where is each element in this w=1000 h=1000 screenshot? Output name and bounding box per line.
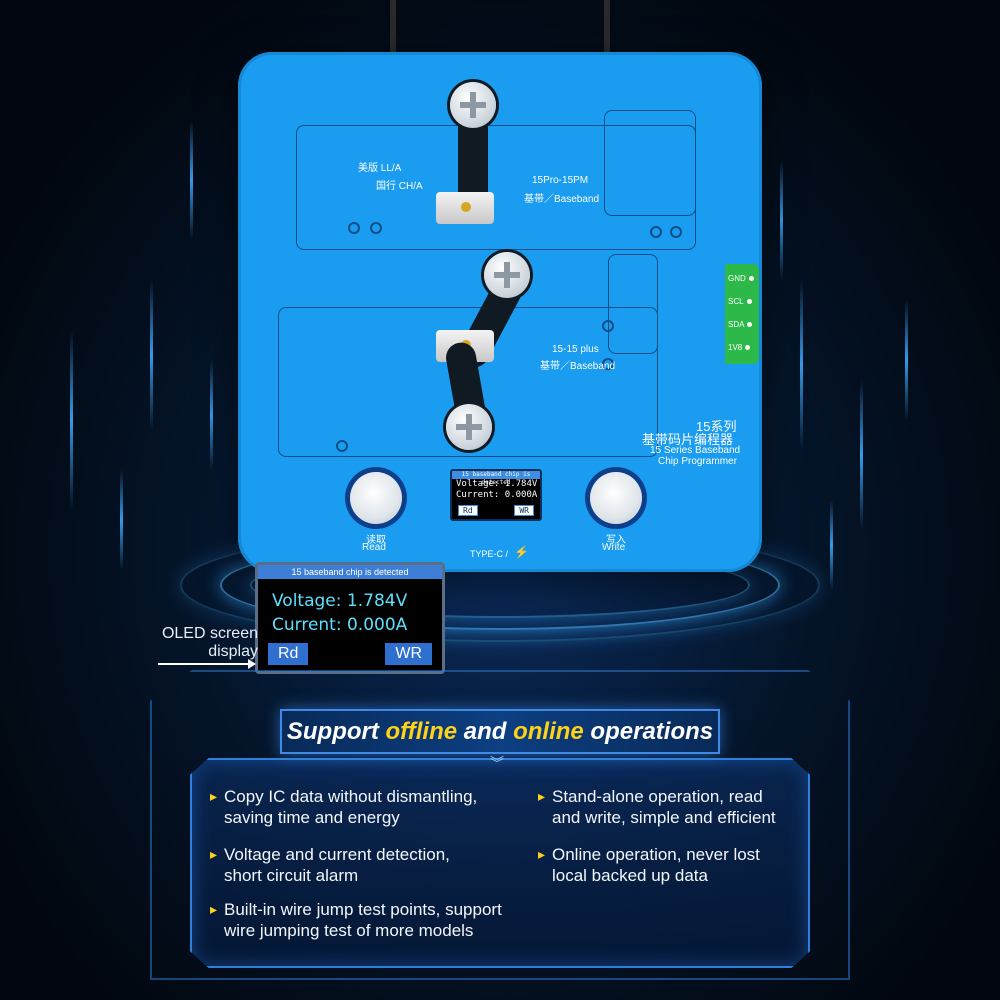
panel-frame	[150, 670, 850, 980]
connector-pin: GND	[728, 274, 754, 283]
features-panel: Copy IC data without dismantling, saving…	[190, 758, 810, 968]
light-streak	[150, 280, 153, 430]
connector-pin: SDA	[728, 320, 753, 329]
board-oled-header: 15 baseband chip is detected	[452, 471, 540, 486]
board-hole	[602, 320, 614, 332]
product-en-1: 15 Series Baseband	[650, 445, 741, 456]
oled-wr: WR	[385, 643, 432, 665]
read-en-label: Read	[362, 542, 386, 553]
board-hole	[602, 358, 614, 370]
lightning-icon: ⚡	[514, 545, 529, 559]
product-cn-2: 基带码片编程器	[642, 432, 734, 447]
board-oled-rd: Rd	[458, 505, 478, 516]
screw-knob[interactable]	[450, 82, 496, 128]
oled-current: Current: 0.000A	[272, 615, 408, 635]
screw-knob[interactable]	[446, 404, 492, 450]
region-us-label: 美版 LL/A	[358, 163, 402, 174]
board-hole	[670, 226, 682, 238]
board-hole	[336, 440, 348, 452]
cable	[390, 0, 396, 56]
light-streak	[210, 360, 213, 470]
board-hole	[348, 222, 360, 234]
board-oled-current: Current: 0.000A	[456, 490, 538, 500]
light-streak	[905, 300, 908, 420]
read-cn-label: 读取	[366, 535, 386, 546]
feature-item: Copy IC data without dismantling, saving…	[210, 786, 477, 828]
light-streak	[780, 160, 783, 280]
product-cn-1: 15系列	[696, 419, 737, 434]
board-trace	[604, 110, 696, 216]
feature-item: Stand-alone operation, read and write, s…	[538, 786, 776, 828]
read-button[interactable]	[350, 472, 402, 524]
product-en-2: Chip Programmer	[658, 456, 737, 467]
board-trace	[278, 307, 658, 457]
connector-pin: 1V8	[728, 343, 751, 352]
region-top-line2: 基带／Baseband	[524, 194, 600, 205]
oled-screen: 15 baseband chip is detected Voltage: 1.…	[255, 562, 445, 674]
cable	[604, 0, 610, 56]
board-oled-wr: WR	[514, 505, 534, 516]
board-hole	[650, 226, 662, 238]
feature-item: Online operation, never lost local backe…	[538, 844, 760, 886]
chevron-down-icon: ︾	[490, 755, 504, 771]
feature-item: Built-in wire jump test points, support …	[210, 899, 502, 941]
side-connector: GND SCL SDA 1V8	[725, 264, 759, 364]
screw-knob[interactable]	[484, 252, 530, 298]
write-en-label: Write	[602, 542, 626, 553]
oled-caption: OLED screen display	[161, 625, 258, 660]
board-oled: 15 baseband chip is detected Voltage: 1.…	[450, 469, 542, 521]
light-streak	[190, 120, 193, 240]
arrow-icon	[158, 659, 256, 669]
oled-rd: Rd	[268, 643, 309, 665]
board-trace	[608, 254, 658, 354]
region-bottom-line1: 15-15 plus	[552, 344, 599, 355]
oled-voltage: Voltage: 1.784V	[272, 591, 408, 611]
light-streak	[800, 280, 803, 450]
board-hole	[370, 222, 382, 234]
connector-pin: SCL	[728, 297, 752, 306]
light-streak	[120, 470, 123, 570]
headline-banner: Support offline and online operations	[280, 709, 720, 754]
write-button[interactable]	[590, 472, 642, 524]
oled-header: 15 baseband chip is detected	[258, 565, 442, 579]
socket-pin	[461, 202, 471, 212]
region-cn-label: 国行 CH/A	[376, 181, 423, 192]
region-bottom-line2: 基带／Baseband	[540, 361, 616, 372]
region-top-line1: 15Pro-15PM	[532, 175, 589, 186]
light-streak	[70, 330, 73, 510]
light-streak	[860, 380, 863, 530]
light-streak	[830, 500, 833, 590]
type-c-label: TYPE-C /	[470, 549, 509, 559]
board-oled-voltage: Voltage: 1.784V	[456, 479, 538, 489]
chip-socket	[436, 192, 494, 224]
write-cn-label: 写入	[606, 535, 626, 546]
feature-item: Voltage and current detection, short cir…	[210, 844, 450, 886]
